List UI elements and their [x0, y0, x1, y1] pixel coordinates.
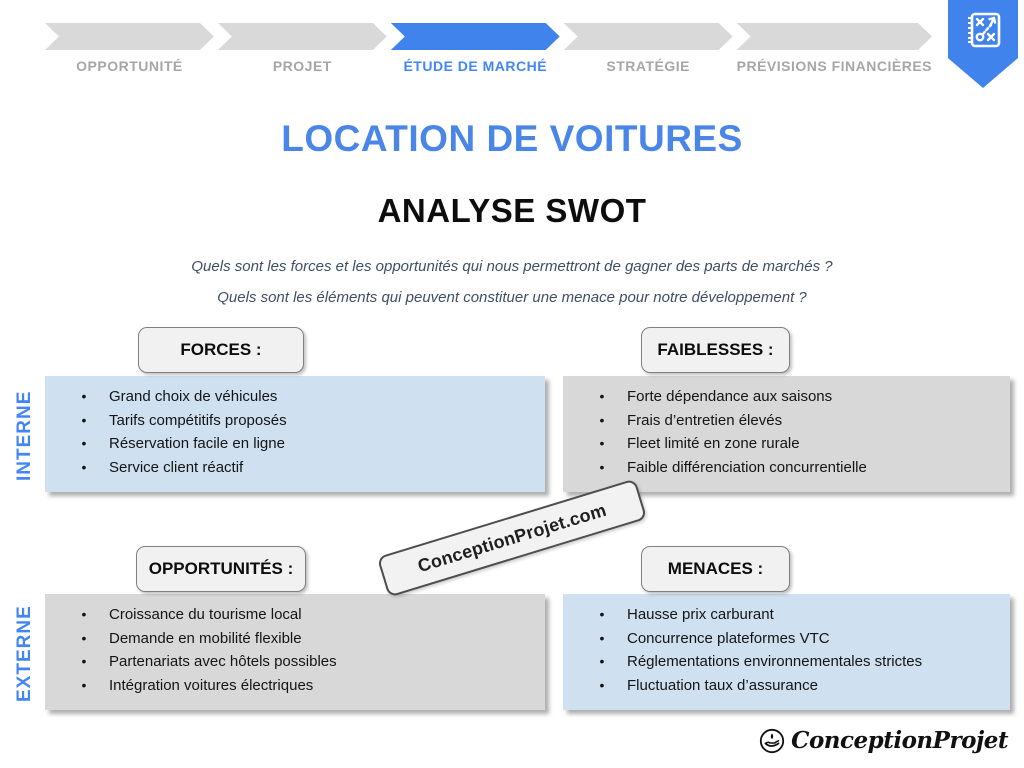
swot-bullet-item: • Demande en mobilité flexible — [45, 627, 535, 651]
page-title: LOCATION DE VOITURES — [281, 118, 743, 159]
forces-title: FORCES : — [180, 340, 262, 359]
chevron-shape — [218, 23, 387, 50]
stepper-step-projet[interactable]: PROJET — [218, 23, 387, 74]
bullet-icon: • — [599, 653, 605, 669]
bullet-icon: • — [81, 606, 87, 622]
bookmark-ribbon — [948, 0, 1018, 88]
bullet-icon: • — [81, 411, 87, 428]
bullet-icon: • — [599, 388, 605, 404]
chevron-shape — [737, 23, 932, 50]
faiblesses-title: FAIBLESSES : — [657, 340, 774, 359]
bullet-text: Hausse prix carburant — [627, 606, 774, 623]
swot-bullet-item: • Tarifs compétitifs proposés — [45, 409, 535, 433]
watermark-ribbon: ConceptionProjet.com — [376, 478, 648, 598]
bullet-text: Grand choix de véhicules — [109, 388, 278, 405]
faiblesses-title-box: FAIBLESSES : — [641, 327, 790, 373]
bullet-text: Partenariats avec hôtels possibles — [109, 653, 337, 670]
stepper-step-etude-de-marche[interactable]: ÉTUDE DE MARCHÉ — [391, 23, 560, 74]
bullet-text: Demande en mobilité flexible — [109, 629, 302, 647]
swot-bullet-item: • Partenariats avec hôtels possibles — [45, 650, 535, 674]
bullet-icon: • — [81, 676, 87, 693]
watermark-text: ConceptionProjet.com — [415, 499, 609, 576]
chevron-shape-active — [391, 23, 560, 50]
menaces-list: • Hausse prix carburant • Concurrence plate… — [563, 603, 1000, 697]
bullet-icon: • — [599, 676, 605, 693]
intro-question-2: Quels sont les éléments qui peuvent cons… — [217, 289, 807, 306]
swot-bullet-item: • Fluctuation taux d’assurance — [563, 674, 1000, 698]
step-label: STRATÉGIE — [606, 58, 690, 74]
bullet-text: Intégration voitures électriques — [109, 676, 314, 694]
stepper-step-previsions-financieres[interactable]: PRÉVISIONS FINANCIÈRES — [736, 23, 932, 74]
bullet-text: Tarifs compétitifs proposés — [109, 411, 287, 429]
bullet-text: Forte dépendance aux saisons — [627, 388, 833, 405]
swot-bullet-item: • Fleet limité en zone rurale — [563, 432, 1000, 456]
swot-bullet-item: • Frais d’entretien élevés — [563, 409, 1000, 433]
bullet-text: Concurrence plateformes VTC — [627, 629, 830, 647]
bullet-text: Croissance du tourisme local — [109, 606, 302, 623]
step-label: OPPORTUNITÉ — [76, 58, 183, 74]
bullet-icon: • — [599, 411, 605, 428]
swot-bullet-item: • Service client réactif — [45, 456, 535, 480]
swot-bullet-item: • Concurrence plateformes VTC — [563, 627, 1000, 651]
bullet-text: Réservation facile en ligne — [109, 435, 285, 452]
bullet-icon: • — [599, 435, 605, 451]
menaces-box: • Hausse prix carburant • Concurrence plate… — [563, 594, 1010, 710]
faiblesses-list: • Forte dépendance aux saisons • Frais d’en… — [563, 385, 1000, 479]
opportunites-title: OPPORTUNITÉS : — [148, 559, 294, 578]
swot-bullet-item: • Intégration voitures électriques — [45, 674, 535, 698]
menaces-title: MENACES : — [667, 559, 764, 578]
row-label-externe: EXTERNE — [14, 605, 35, 703]
bullet-icon: • — [599, 458, 605, 475]
row-label-interne: INTERNE — [14, 390, 35, 482]
swot-bullet-item: • Réservation facile en ligne — [45, 432, 535, 456]
stepper-step-strategie[interactable]: STRATÉGIE — [564, 23, 733, 74]
forces-box: • Grand choix de véhicules • Tarifs compéti… — [45, 376, 545, 492]
forces-list: • Grand choix de véhicules • Tarifs compéti… — [45, 385, 535, 479]
chevron-shape — [45, 23, 214, 50]
swot-bullet-item: • Grand choix de véhicules — [45, 385, 535, 409]
step-label: PRÉVISIONS FINANCIÈRES — [736, 58, 932, 74]
bullet-text: Service client réactif — [109, 458, 244, 476]
bullet-icon: • — [81, 388, 87, 404]
bullet-text: Fleet limité en zone rurale — [627, 435, 800, 452]
faiblesses-box: • Forte dépendance aux saisons • Frais d’en… — [563, 376, 1010, 492]
process-stepper: OPPORTUNITÉ PROJET ÉTUDE DE MARCHÉ STRAT… — [45, 23, 932, 74]
bullet-icon: • — [599, 606, 605, 622]
bullet-icon: • — [81, 458, 87, 475]
swot-bullet-item: • Croissance du tourisme local — [45, 603, 535, 627]
brand-logo-text: ConceptionProjet — [791, 727, 1008, 754]
bullet-text: Frais d’entretien élevés — [627, 411, 783, 429]
brand-logo: ConceptionProjet — [759, 727, 1008, 754]
swot-bullet-item: • Forte dépendance aux saisons — [563, 385, 1000, 409]
swot-bullet-item: • Faible différenciation concurrentielle — [563, 456, 1000, 480]
opportunites-title-box: OPPORTUNITÉS : — [136, 546, 306, 592]
swot-bullet-item: • Hausse prix carburant — [563, 603, 1000, 627]
forces-title-box: FORCES : — [138, 327, 304, 373]
stepper-step-opportunite[interactable]: OPPORTUNITÉ — [45, 23, 214, 74]
intro-question-1: Quels sont les forces et les opportunité… — [191, 258, 833, 275]
bullet-text: Réglementations environnementales strict… — [627, 653, 923, 670]
menaces-title-box: MENACES : — [641, 546, 790, 592]
swot-bullet-item: • Réglementations environnementales stric… — [563, 650, 1000, 674]
step-label: ÉTUDE DE MARCHÉ — [403, 58, 548, 74]
strategy-playbook-icon — [968, 12, 1001, 48]
hand-holding-rocket-icon — [760, 728, 785, 753]
bullet-text: Fluctuation taux d’assurance — [627, 676, 818, 694]
chevron-shape — [564, 23, 733, 50]
opportunites-list: • Croissance du tourisme local • Demande en… — [45, 603, 535, 697]
page-subtitle: ANALYSE SWOT — [377, 192, 647, 229]
bullet-icon: • — [81, 629, 87, 646]
bullet-icon: • — [81, 653, 87, 669]
opportunites-box: • Croissance du tourisme local • Demande en… — [45, 594, 545, 710]
bullet-icon: • — [81, 435, 87, 451]
bullet-text: Faible différenciation concurrentielle — [627, 458, 867, 476]
bullet-icon: • — [599, 629, 605, 646]
step-label: PROJET — [272, 58, 332, 74]
